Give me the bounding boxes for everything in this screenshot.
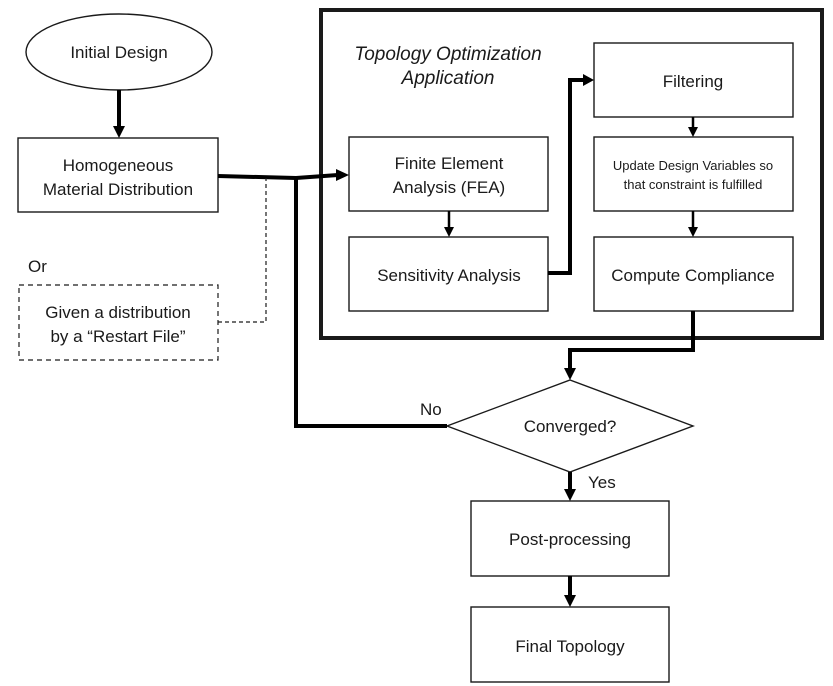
post-processing-label: Post-processing bbox=[509, 530, 631, 549]
or-label: Or bbox=[28, 257, 47, 276]
edge-converged-yes bbox=[564, 472, 576, 501]
restart-label-line2: by a “Restart File” bbox=[50, 327, 185, 346]
compute-compliance-node bbox=[593, 236, 794, 312]
edge-update-to-compliance bbox=[688, 211, 698, 237]
initial-design-label: Initial Design bbox=[70, 43, 167, 62]
edge-restart-to-main bbox=[218, 178, 267, 323]
edge-sensitivity-to-filtering bbox=[548, 74, 594, 275]
sensitivity-label: Sensitivity Analysis bbox=[377, 266, 521, 285]
filtering-label: Filtering bbox=[663, 72, 723, 91]
frame-title-line1: Topology Optimization bbox=[354, 44, 541, 65]
frame-title-line2: Application bbox=[401, 68, 495, 89]
post-processing-node bbox=[470, 500, 670, 577]
homogeneous-label-line1: Homogeneous bbox=[63, 156, 174, 175]
fea-label-line1: Finite Element bbox=[395, 154, 504, 173]
final-topology-node bbox=[470, 606, 670, 683]
converged-label: Converged? bbox=[524, 417, 617, 436]
homogeneous-label-line2: Material Distribution bbox=[43, 180, 193, 199]
filtering-node bbox=[593, 42, 794, 118]
sensitivity-analysis-node bbox=[348, 236, 549, 312]
update-label-line1: Update Design Variables so bbox=[613, 158, 773, 173]
final-topology-label: Final Topology bbox=[515, 637, 625, 656]
yes-label: Yes bbox=[588, 473, 616, 492]
update-design-variables-node bbox=[593, 136, 794, 212]
edge-converged-no-loop bbox=[294, 178, 447, 428]
application-frame bbox=[319, 8, 824, 340]
fea-label-line2: Analysis (FEA) bbox=[393, 178, 505, 197]
no-label: No bbox=[420, 400, 442, 419]
edge-post-to-final bbox=[564, 576, 576, 607]
edge-filtering-to-update bbox=[688, 117, 698, 137]
restart-file-node bbox=[18, 284, 219, 361]
fea-node bbox=[348, 136, 549, 212]
restart-label-line1: Given a distribution bbox=[45, 303, 191, 322]
edge-homogeneous-to-fea bbox=[217, 169, 349, 181]
edge-compliance-to-converged bbox=[564, 311, 695, 380]
edge-initial-to-homogeneous bbox=[113, 90, 125, 138]
update-label-line2: that constraint is fulfilled bbox=[624, 177, 763, 192]
edge-fea-to-sensitivity bbox=[444, 211, 454, 237]
homogeneous-distribution-node bbox=[17, 137, 219, 213]
compliance-label: Compute Compliance bbox=[611, 266, 774, 285]
